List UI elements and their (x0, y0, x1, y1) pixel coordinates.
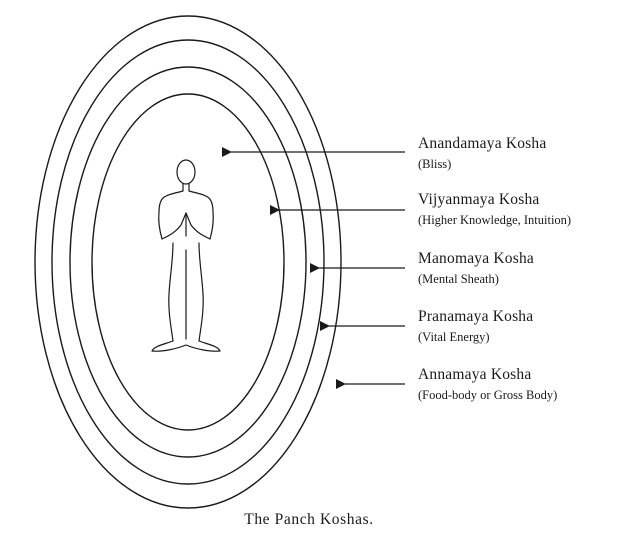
kosha-description: (Vital Energy) (418, 331, 533, 344)
kosha-description: (Higher Knowledge, Intuition) (418, 214, 571, 227)
kosha-description: (Food-body or Gross Body) (418, 389, 557, 402)
kosha-name: Manomaya Kosha (418, 251, 534, 267)
kosha-description: (Mental Sheath) (418, 273, 534, 286)
meditating-figure-icon (152, 160, 220, 351)
kosha-arrows (231, 152, 405, 384)
kosha-name: Vijyanmaya Kosha (418, 192, 571, 208)
kosha-label-pranamaya: Pranamaya Kosha (Vital Energy) (418, 309, 533, 343)
pranamaya-kosha-ellipse (52, 40, 324, 484)
kosha-name: Annamaya Kosha (418, 367, 557, 383)
kosha-label-manomaya: Manomaya Kosha (Mental Sheath) (418, 251, 534, 285)
kosha-label-anandamaya: Anandamaya Kosha (Bliss) (418, 136, 546, 170)
annamaya-kosha-ellipse (35, 16, 341, 508)
kosha-label-annamaya: Annamaya Kosha (Food-body or Gross Body) (418, 367, 557, 401)
kosha-description: (Bliss) (418, 158, 546, 171)
figure-caption: The Panch Koshas. (0, 511, 618, 529)
kosha-name: Pranamaya Kosha (418, 309, 533, 325)
kosha-name: Anandamaya Kosha (418, 136, 546, 152)
kosha-label-vijyanmaya: Vijyanmaya Kosha (Higher Knowledge, Intu… (418, 192, 571, 226)
manomaya-kosha-ellipse (70, 67, 306, 457)
vijyanmaya-kosha-ellipse (92, 94, 284, 430)
